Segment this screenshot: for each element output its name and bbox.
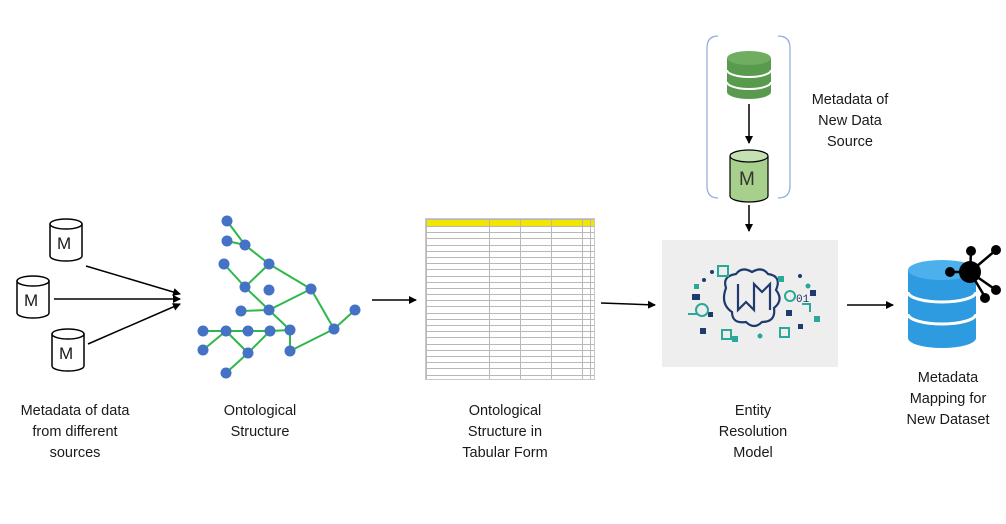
spreadsheet-cell	[590, 219, 594, 227]
spreadsheet-cell	[590, 374, 594, 379]
spreadsheet-cell	[426, 374, 490, 379]
caption-ontology: Ontological Structure	[200, 401, 320, 443]
caption-mapping-line-3: New Dataset	[906, 412, 990, 428]
caption-model-line-1: Entity	[734, 403, 772, 419]
spreadsheet-icon	[425, 218, 595, 380]
spreadsheet-header-row	[426, 219, 594, 227]
source-cylinder-icon-2	[16, 275, 50, 319]
caption-model-line-3: Model	[733, 445, 773, 461]
caption-model: Entity Resolution Model	[698, 401, 808, 464]
bracket-left	[706, 35, 719, 199]
spreadsheet-table	[426, 219, 594, 379]
cylinder-label-3: M	[59, 344, 74, 363]
new-source-cylinder-icon	[729, 149, 769, 203]
arrow-source3	[87, 303, 181, 345]
caption-sources: Metadata of data from different sources	[0, 401, 150, 464]
caption-tabular-line-2: Structure in	[467, 424, 543, 440]
spreadsheet-cell	[489, 219, 521, 227]
new-source-cylinder-label: M	[739, 169, 755, 190]
spreadsheet-cell	[582, 374, 591, 379]
caption-tabular: Ontological Structure in Tabular Form	[440, 401, 570, 464]
caption-new-source-line-3: Source	[827, 134, 873, 150]
spreadsheet-cell	[582, 219, 591, 227]
spreadsheet-row	[426, 287, 594, 296]
arrow-tabular-to-model	[600, 300, 656, 309]
caption-ontology-line-2: Structure	[230, 424, 290, 440]
spreadsheet-cell	[489, 374, 521, 379]
caption-new-source: Metadata of New Data Source	[795, 90, 905, 153]
source-cylinder-icon-1	[49, 218, 83, 262]
database-network-icon	[906, 245, 1001, 348]
source-cylinder-icon-3	[51, 328, 85, 372]
caption-mapping: Metadata Mapping for New Dataset	[890, 368, 1006, 431]
caption-sources-line-3: sources	[49, 445, 101, 461]
spreadsheet-cell	[551, 374, 583, 379]
tree-nodes	[197, 215, 361, 379]
spreadsheet-row	[426, 300, 594, 308]
spreadsheet-cell	[520, 219, 552, 227]
spreadsheet-cell	[426, 219, 490, 227]
cylinder-label-2: M	[24, 291, 39, 310]
svg-text:01: 01	[796, 294, 810, 306]
model-panel: 01	[662, 240, 838, 367]
caption-new-source-line-1: Metadata of	[811, 92, 889, 108]
caption-tabular-line-1: Ontological	[468, 403, 542, 419]
cylinder-label-1: M	[57, 234, 72, 253]
spreadsheet-cell	[551, 219, 583, 227]
caption-mapping-line-1: Metadata	[917, 370, 979, 386]
brain-chip-icon: 01	[688, 265, 820, 342]
caption-new-source-line-2: New Data	[818, 113, 882, 129]
caption-sources-line-1: Metadata of data	[20, 403, 130, 419]
database-icon	[726, 51, 772, 99]
spreadsheet-cell	[520, 374, 552, 379]
caption-tabular-line-3: Tabular Form	[462, 445, 548, 461]
spreadsheet-row	[426, 374, 594, 379]
caption-ontology-line-1: Ontological	[223, 403, 297, 419]
caption-mapping-line-2: Mapping for	[909, 391, 987, 407]
caption-sources-line-2: from different	[32, 424, 118, 440]
caption-model-line-2: Resolution	[718, 424, 788, 440]
arrow-source1	[85, 265, 181, 296]
bracket-right	[777, 35, 791, 199]
